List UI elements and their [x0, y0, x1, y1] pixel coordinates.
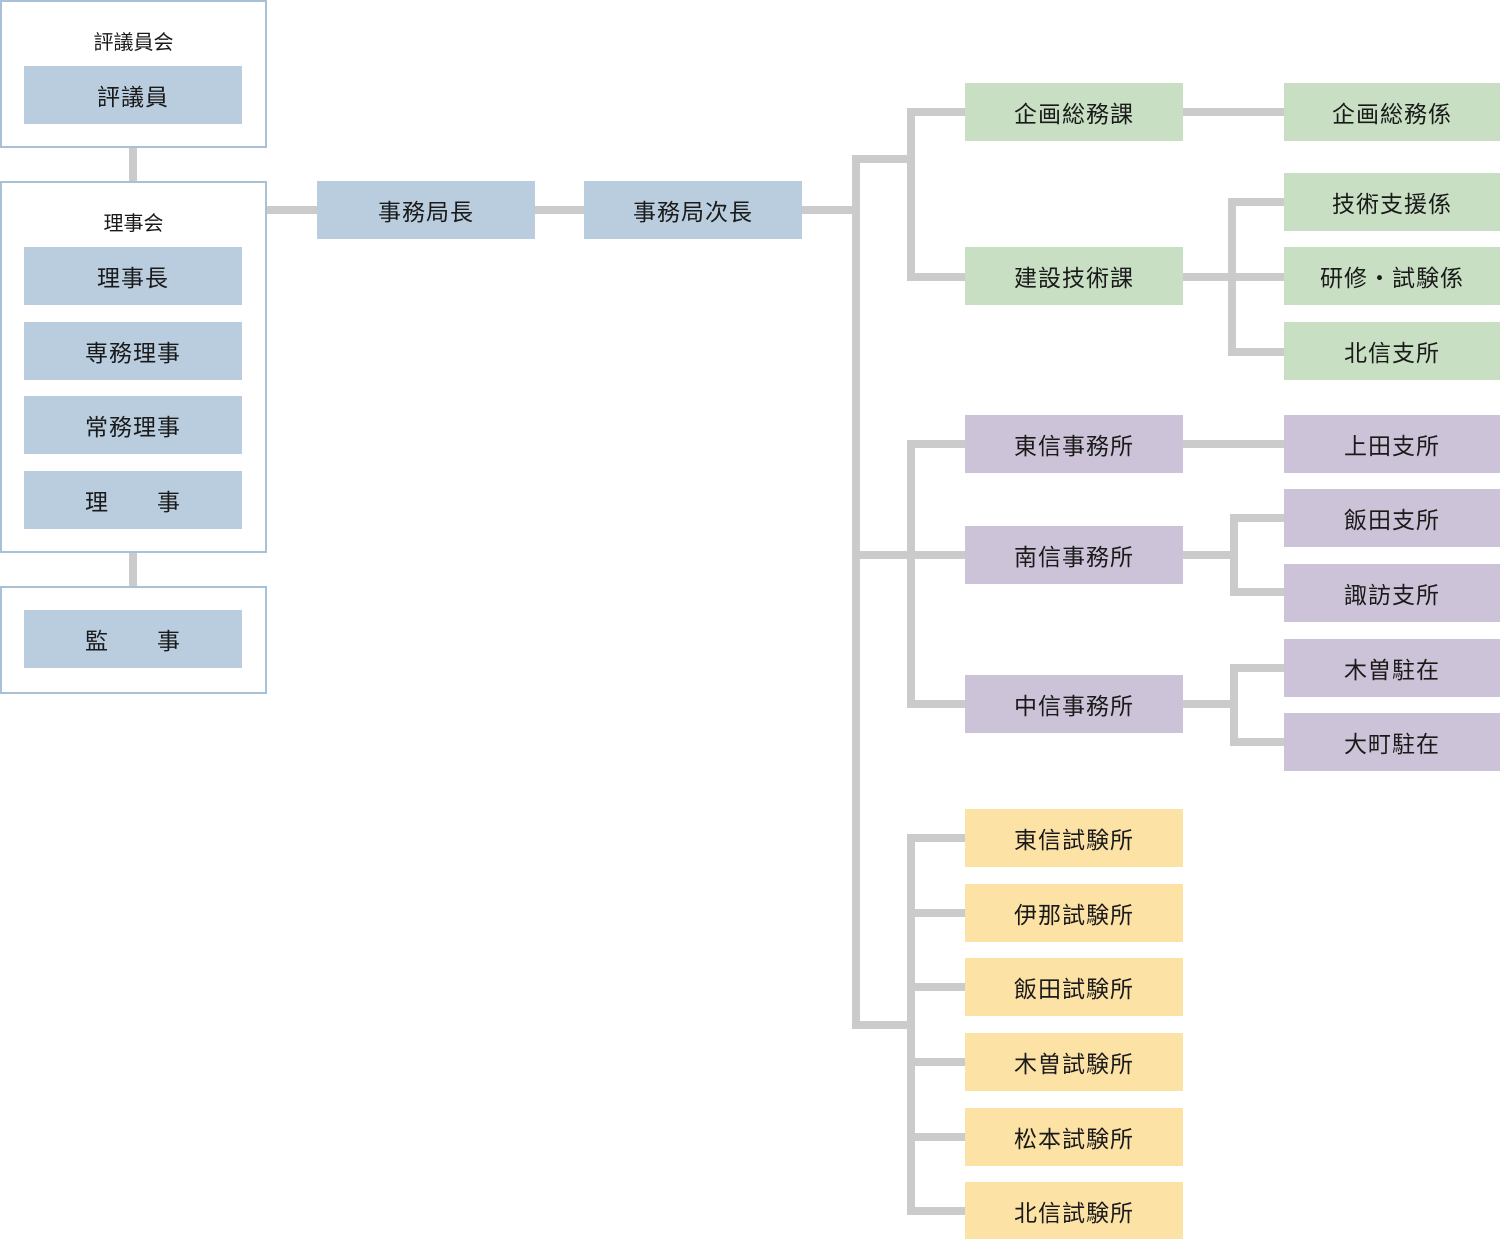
engineering-subunit-box: 北信支所	[1284, 322, 1500, 380]
planning-subunit-box: 企画総務係	[1284, 83, 1500, 141]
director-box: 理 事	[24, 471, 242, 529]
test-lab-box: 東信試験所	[965, 809, 1183, 867]
board-of-directors-title: 理事会	[103, 211, 164, 235]
councillor-box: 評議員	[24, 66, 242, 124]
test-lab-box: 木曽試験所	[965, 1033, 1183, 1091]
toshin-branch-box: 上田支所	[1284, 415, 1500, 473]
auditor-box: 監 事	[24, 610, 242, 668]
test-lab-box: 松本試験所	[965, 1108, 1183, 1166]
engineering-section-box: 建設技術課	[965, 247, 1183, 305]
chairman-box: 理事長	[24, 247, 242, 305]
toshin-office-box: 東信事務所	[965, 415, 1183, 473]
engineering-subunit-box: 研修・試験係	[1284, 247, 1500, 305]
chushin-branch-box: 木曽駐在	[1284, 639, 1500, 697]
chushin-branch-box: 大町駐在	[1284, 713, 1500, 771]
nanshin-branch-box: 諏訪支所	[1284, 564, 1500, 622]
secretariat-director-box: 事務局長	[317, 181, 535, 239]
chushin-office-box: 中信事務所	[965, 675, 1183, 733]
test-lab-box: 伊那試験所	[965, 884, 1183, 942]
secretariat-deputy-director-box: 事務局次長	[584, 181, 802, 239]
nanshin-branch-box: 飯田支所	[1284, 489, 1500, 547]
test-lab-box: 北信試験所	[965, 1182, 1183, 1239]
planning-section-box: 企画総務課	[965, 83, 1183, 141]
managing-director-box: 常務理事	[24, 396, 242, 454]
engineering-subunit-box: 技術支援係	[1284, 173, 1500, 231]
board-of-councillors-title: 評議員会	[93, 30, 174, 54]
senior-managing-director-box: 専務理事	[24, 322, 242, 380]
test-lab-box: 飯田試験所	[965, 958, 1183, 1016]
nanshin-office-box: 南信事務所	[965, 526, 1183, 584]
